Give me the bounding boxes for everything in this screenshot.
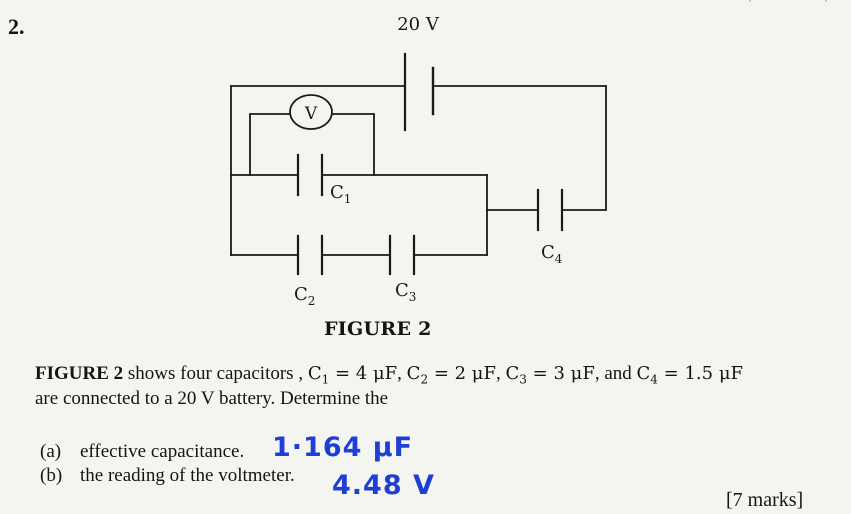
capacitor-c2-label: C2	[294, 284, 315, 308]
c3-equation: C3 = 3 μF	[505, 363, 595, 387]
capacitor-c4-label: C4	[541, 242, 563, 266]
part-a-label: (a)	[40, 441, 62, 462]
voltmeter-circle	[289, 94, 333, 130]
intro-figure-ref: FIGURE 2	[35, 363, 124, 384]
question-number: 2.	[8, 14, 25, 39]
c2-equation: C2 = 2 μF	[406, 363, 496, 387]
part-a: (a) effective capacitance.	[40, 440, 244, 463]
figure-caption: FIGURE 2	[324, 318, 432, 340]
part-b-label: (b)	[40, 465, 63, 486]
wire-voltmeter-right	[330, 113, 375, 176]
circuit-diagram: V 20 V C1 C4 C2 C3	[230, 14, 607, 308]
c4-equation: C4 = 1.5 μF	[636, 363, 744, 387]
question-intro-line2: are connected to a 20 V battery. Determi…	[35, 388, 389, 409]
capacitor-c1-label: C1	[330, 182, 351, 206]
question-intro: FIGURE 2 shows four capacitors , C1 = 4 …	[35, 363, 744, 387]
handwritten-answer-a: 1·164 μF	[272, 432, 414, 463]
marks-allocation: [7 marks]	[726, 489, 804, 511]
battery-label: 20 V	[397, 14, 440, 35]
wire-voltmeter-left	[249, 113, 292, 176]
part-a-text: effective capacitance.	[80, 441, 245, 462]
part-b-text: the reading of the voltmeter.	[80, 465, 295, 486]
capacitor-c3-label: C3	[395, 280, 416, 304]
part-b: (b) the reading of the voltmeter.	[40, 464, 295, 487]
voltmeter-label: V	[304, 104, 318, 124]
c1-equation: C1 = 4 μF	[307, 363, 398, 387]
handwritten-answer-b: 4.48 V	[332, 470, 435, 501]
intro-text: shows four capacitors ,	[123, 363, 308, 384]
wire-right	[561, 85, 607, 211]
